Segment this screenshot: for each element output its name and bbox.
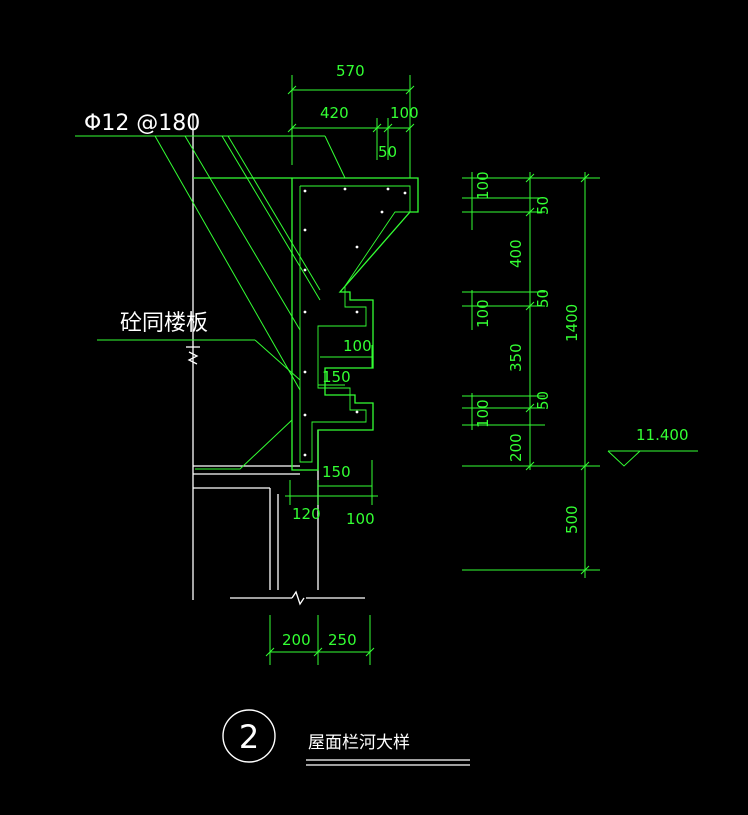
- dim-right-200: 200: [507, 433, 525, 462]
- top-dimensions: [287, 75, 415, 178]
- dim-150-lower: 150: [322, 463, 351, 481]
- dim-120: 120: [292, 505, 321, 523]
- dim-150-upper: 150: [322, 368, 351, 386]
- dim-right-50-low: 50: [534, 391, 552, 410]
- slab-label: 砼同楼板: [120, 311, 208, 336]
- leader-lines: [75, 135, 346, 391]
- detail-title: 屋面栏河大样: [308, 733, 410, 753]
- dim-right-100-low: 100: [474, 399, 492, 428]
- dim-right-50-top: 50: [534, 196, 552, 215]
- dim-bottom-250: 250: [328, 631, 357, 649]
- dim-100-upper: 100: [343, 337, 372, 355]
- dim-right-1400: 1400: [563, 304, 581, 342]
- structure-outline: [186, 115, 365, 606]
- elevation-marker: [607, 450, 698, 467]
- detail-number: 2: [239, 718, 259, 756]
- rebar-dots: [303, 187, 407, 457]
- dim-top-50: 50: [378, 143, 397, 161]
- right-dimensions: [462, 172, 600, 578]
- dim-100-lower: 100: [346, 510, 375, 528]
- dim-right-100-top: 100: [474, 171, 492, 200]
- bottom-dimensions: [265, 615, 375, 665]
- dim-right-500: 500: [563, 505, 581, 534]
- dim-bottom-200: 200: [282, 631, 311, 649]
- dim-right-50-mid: 50: [534, 289, 552, 308]
- dim-right-350: 350: [507, 343, 525, 372]
- dim-top-570: 570: [336, 62, 365, 80]
- dim-top-100: 100: [390, 104, 419, 122]
- dim-right-400: 400: [507, 239, 525, 268]
- detail-number-circle: [222, 709, 276, 763]
- middle-dimensions: [285, 345, 378, 505]
- dim-right-100-mid: 100: [474, 299, 492, 328]
- elevation-label: 11.400: [636, 426, 689, 444]
- dim-top-420: 420: [320, 104, 349, 122]
- rebar-label: Φ12 @180: [84, 111, 200, 136]
